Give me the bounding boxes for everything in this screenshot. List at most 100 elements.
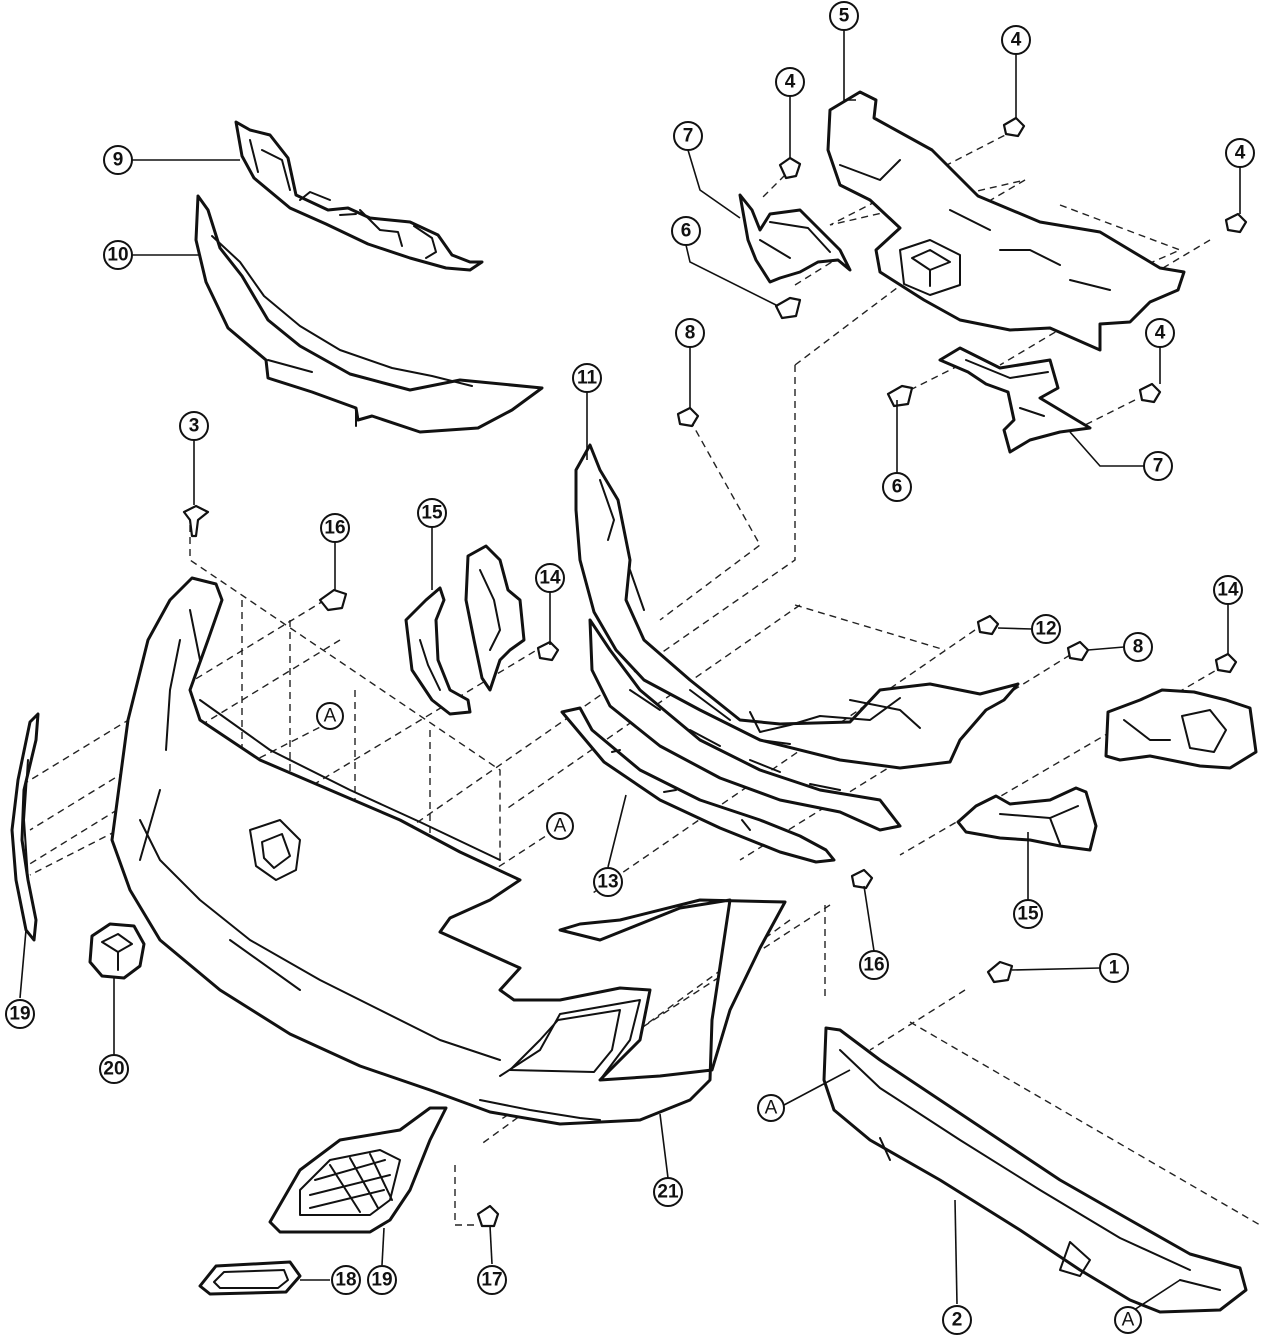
callout-7a: 7 [673,121,703,151]
svg-text:20: 20 [103,1059,124,1080]
callout-9: 9 [103,145,133,175]
clip-12-icon [976,614,1000,636]
part-14-side-bracket-right [1104,688,1258,770]
callout-11: 11 [572,363,602,393]
clip-3-icon [182,504,210,538]
svg-text:4: 4 [785,72,796,93]
callout-2: 2 [942,1305,972,1335]
callout-14b: 14 [1213,575,1243,605]
clip-16b-icon [850,868,874,890]
callout-5: 5 [829,1,859,31]
callout-4d: 4 [1145,318,1175,348]
svg-text:19: 19 [9,1004,30,1025]
callout-19a: 19 [5,999,35,1029]
callout-6a: 6 [671,216,701,246]
clip-8b-icon [1066,640,1090,662]
part-20-emblem [88,922,146,980]
svg-text:A: A [324,706,337,727]
svg-text:19: 19 [371,1270,392,1291]
svg-text:11: 11 [577,368,598,389]
callout-10: 10 [103,240,133,270]
callout-17: 17 [477,1265,507,1295]
svg-text:1: 1 [1109,958,1120,979]
callouts: 9 10 3 16 15 14 8 11 4 5 4 4 7 6 4 6 7 1… [5,1,1255,1335]
callout-14a: 14 [535,563,565,593]
callout-4c: 4 [1225,138,1255,168]
part-18-fog-cover [198,1260,302,1296]
clip-17-icon [476,1204,500,1228]
part-11-lower-bumper-reinforcement [574,443,1020,770]
callout-7b: 7 [1143,451,1173,481]
svg-text:A: A [765,1098,778,1119]
part-21-front-bumper [110,576,787,1126]
callout-13: 13 [593,867,623,897]
callout-3: 3 [179,411,209,441]
part-10-upper-absorber [194,194,544,434]
fasteners [182,116,1248,1228]
callout-8b: 8 [1123,632,1153,662]
leader-lines [19,30,1241,1311]
callout-8a: 8 [675,318,705,348]
clip-16a-icon [318,588,348,612]
svg-text:15: 15 [421,503,443,524]
svg-text:4: 4 [1011,30,1022,51]
svg-text:A: A [1122,1310,1135,1331]
svg-text:16: 16 [324,518,345,539]
callout-15b: 15 [1013,899,1043,929]
clip-8a-icon [676,406,700,428]
svg-text:14: 14 [1217,580,1239,601]
part-2-bumper-reinforcement [822,1026,1248,1314]
svg-text:13: 13 [597,872,618,893]
svg-text:6: 6 [681,221,692,242]
svg-text:7: 7 [1153,456,1164,477]
svg-text:8: 8 [685,323,696,344]
part-7-grille-bracket-lower [938,346,1092,454]
svg-text:21: 21 [657,1182,679,1203]
svg-text:2: 2 [952,1310,963,1331]
clip-4a-icon [778,156,802,180]
svg-text:4: 4 [1155,323,1166,344]
part-19-side-cover-left [10,712,40,942]
part-19-fog-lamp-grille [268,1106,448,1234]
svg-text:4: 4 [1235,143,1246,164]
callout-6b: 6 [882,472,912,502]
callout-19b: 19 [367,1265,397,1295]
part-15-side-bracket-right [956,786,1098,852]
clip-14a-icon [536,640,560,662]
reference-a-right: A [757,1094,785,1122]
svg-text:15: 15 [1017,904,1039,925]
callout-20: 20 [99,1054,129,1084]
reference-a-center: A [546,812,574,840]
clip-4c-icon [1224,212,1248,234]
clip-14b-icon [1214,652,1238,674]
svg-text:10: 10 [107,245,128,266]
callout-16a: 16 [320,513,350,543]
svg-text:A: A [554,816,567,837]
svg-text:12: 12 [1035,619,1056,640]
clip-6b-icon [886,384,914,408]
callout-18: 18 [331,1265,361,1295]
svg-text:18: 18 [335,1270,356,1291]
clip-1-icon [986,960,1014,984]
callout-1: 1 [1099,953,1129,983]
part-15-side-bracket-left [404,544,526,716]
svg-text:17: 17 [481,1270,502,1291]
part-5-radiator-grille [826,90,1186,352]
callout-4b: 4 [1001,25,1031,55]
svg-text:14: 14 [539,568,561,589]
part-13-lower-strip [560,706,836,864]
reference-a-bottom: A [1114,1306,1142,1334]
svg-text:8: 8 [1133,637,1144,658]
svg-text:6: 6 [892,477,903,498]
part-9-upper-bumper-bracket [234,120,484,272]
callout-16b: 16 [859,950,889,980]
clip-6a-icon [774,296,802,320]
callout-21: 21 [653,1177,683,1207]
clip-4b-icon [1002,116,1026,138]
callout-12: 12 [1031,614,1061,644]
svg-text:7: 7 [683,126,694,147]
clip-4d-icon [1138,382,1162,404]
reference-markers: A A A A [316,702,1142,1334]
svg-text:5: 5 [839,6,850,27]
lower-grille-mesh [588,618,902,832]
